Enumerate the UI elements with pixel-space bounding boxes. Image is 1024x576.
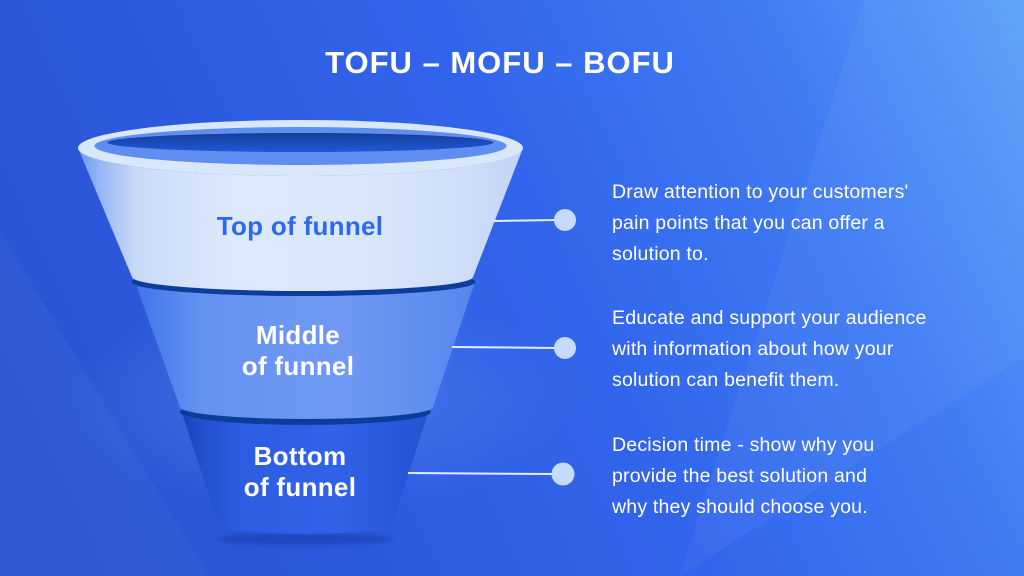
connector-line-bofu [407, 472, 553, 475]
connector-dot-tofu [554, 209, 576, 231]
funnel-label-mofu: Middle of funnel [98, 320, 498, 382]
funnel-top-section [78, 148, 523, 291]
description-line: solution to. [612, 243, 709, 265]
funnel-label-line: of funnel [243, 472, 357, 502]
connector-dot-bofu [551, 462, 575, 486]
connector-dot-mofu [554, 337, 576, 359]
description-line: Educate and support your audience [612, 307, 927, 329]
funnel-bottom-section [182, 413, 428, 534]
funnel-label-tofu: Top of funnel [100, 211, 500, 242]
description-line: solution can benefit them. [612, 369, 840, 391]
funnel-label-line: Bottom [253, 441, 347, 471]
funnel-label-line: of funnel [241, 351, 355, 381]
description-mofu: Educate and support your audience with i… [612, 303, 1012, 396]
description-bofu: Decision time - show why you provide the… [612, 430, 1012, 523]
page-title: TOFU – MOFU – BOFU [325, 45, 675, 80]
connector-line-mofu [451, 346, 557, 349]
description-line: provide the best solution and [612, 465, 868, 487]
description-line: Draw attention to your customers' [612, 181, 909, 203]
funnel-label-bofu: Bottom of funnel [100, 441, 500, 503]
funnel-base-shadow [217, 533, 393, 545]
description-line: why they should choose you. [612, 496, 868, 518]
connector-line-tofu [493, 219, 557, 222]
funnel-label-line: Top of funnel [216, 211, 384, 241]
description-line: with information about how your [612, 338, 894, 360]
description-line: Decision time - show why you [612, 434, 875, 456]
funnel-label-line: Middle [255, 320, 341, 350]
description-line: pain points that you can offer a [612, 212, 885, 234]
funnel-middle-section [135, 282, 475, 419]
description-tofu: Draw attention to your customers' pain p… [612, 177, 1012, 270]
funnel-mouth [107, 133, 494, 152]
